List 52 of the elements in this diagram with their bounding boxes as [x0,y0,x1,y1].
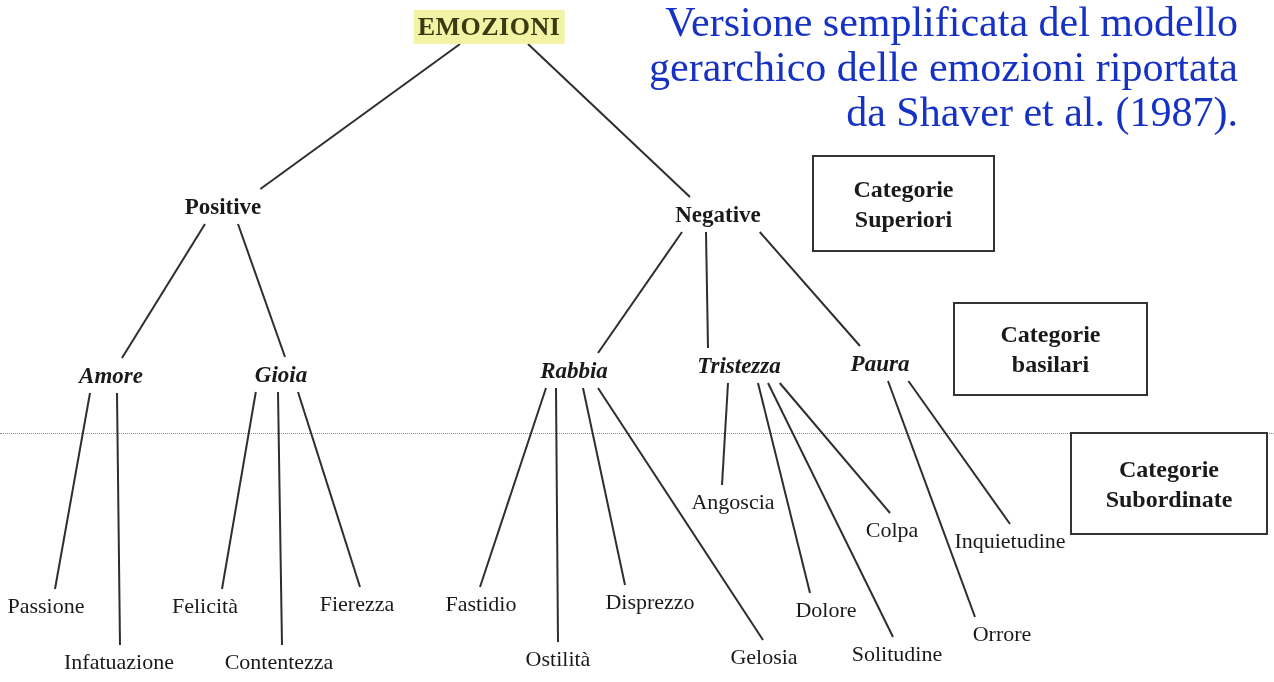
emotion-label: Gelosia [730,640,798,674]
emotion-label: Fierezza [319,587,395,621]
connector-line [778,382,891,514]
category-label: Positive [184,189,262,224]
emotion-label: Felicità [172,589,238,623]
emotion-label: Colpa [865,513,919,547]
emotion-label: Dolore [795,593,857,627]
connector-line [527,43,691,198]
box-label: Categorie Subordinate [1105,454,1233,514]
category-box [812,155,995,252]
connector-line [237,223,286,358]
emotion-label: Solitudine [851,637,943,671]
highlighted-label: EMOZIONI [413,10,565,44]
connector-line [116,392,121,646]
connector-line [221,391,257,590]
connector-line [121,223,206,359]
connector-line [555,387,559,643]
category-box [953,302,1148,396]
connector-line [705,231,709,349]
connector-line [757,382,811,594]
emotion-label: Contentezza [224,645,334,679]
box-label: Categorie Superiori [853,174,954,234]
category-label: Gioia [254,357,308,392]
diagram-title: Versione semplificata del modello gerarchico delle emozioni riportata da Shaver et al. (1987). [648,0,1238,135]
connector-line [597,231,683,354]
category-label: Paura [850,346,910,381]
connector-line [887,380,976,618]
category-box [1070,432,1268,535]
emotion-label: Orrore [972,617,1032,651]
category-label: Tristezza [697,348,781,383]
connector-line [259,43,461,190]
connector-line [297,391,361,588]
connector-line [758,231,861,347]
connector-line [907,380,1011,525]
emotion-label: Angoscia [691,485,775,519]
category-label: Amore [79,358,143,393]
emotion-label: Ostilità [525,642,591,676]
emotion-label: Disprezzo [605,585,695,619]
category-label: Rabbia [540,353,608,388]
connector-line [277,391,283,646]
emotion-label: Fastidio [445,587,517,621]
emotion-label: Inquietudine [954,524,1066,558]
category-label: Negative [675,197,761,232]
box-label: Categorie basilari [1000,320,1101,379]
connector-line [767,382,894,638]
connector-line [721,382,729,486]
emotion-label: Infatuazione [64,645,174,679]
connector-line [582,387,626,586]
connector-line [54,392,91,590]
connector-line [597,387,764,641]
connector-line [479,387,547,588]
emotion-label: Passione [7,589,85,623]
